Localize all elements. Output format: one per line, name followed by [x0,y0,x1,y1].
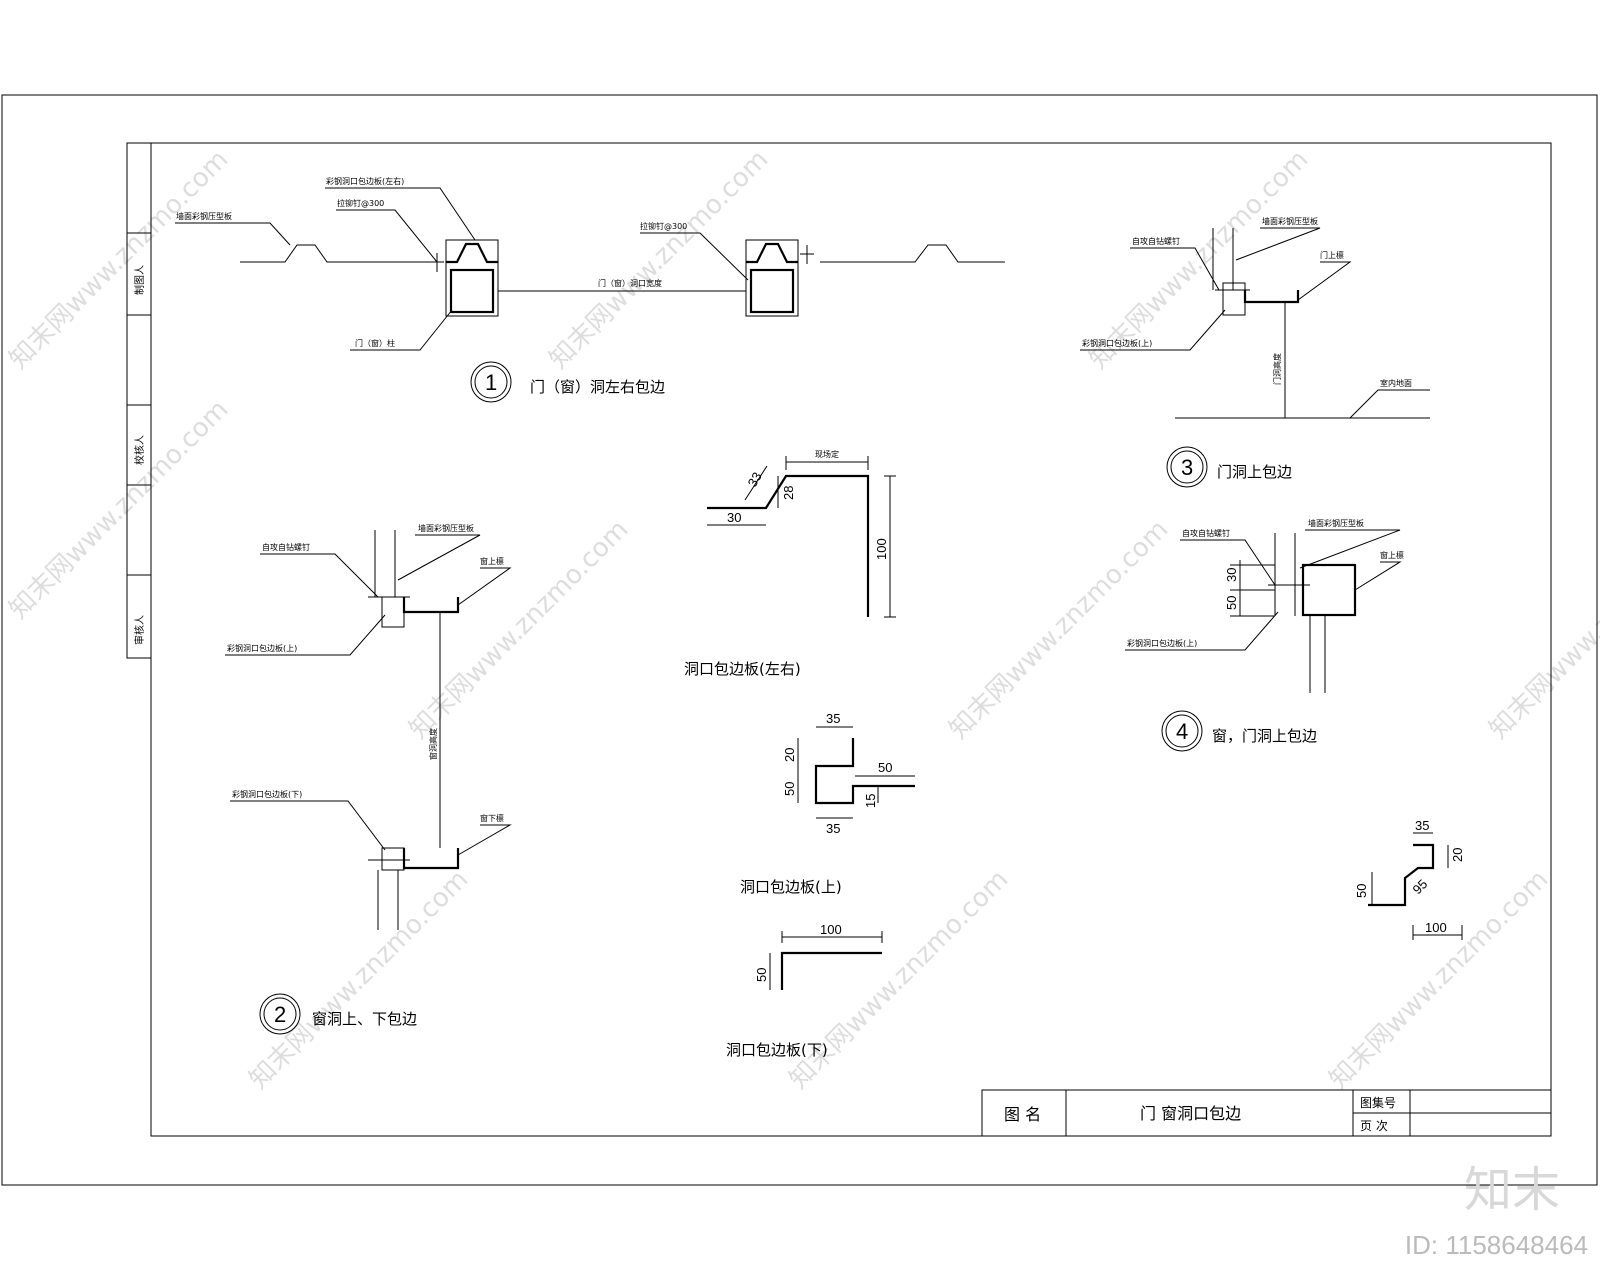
d1-label-trim: 彩钢洞口包边板(左右) [326,176,404,186]
d3-number-circle [1166,446,1208,488]
watermark: 知末网www.znzmo.com [4,394,235,625]
pc-dim-95: 95 [1410,876,1431,897]
d4-label-top-purlin: 窗上檩 [1380,550,1404,560]
pt-dim-50b: 50 [878,760,892,775]
side-label-drawer: 制图人 [133,265,146,295]
d2-label-trim-bottom: 彩钢洞口包边板(下) [232,789,302,799]
d4-number: 4 [1176,719,1188,744]
detail-4: 30 50 自攻自钻螺钉 墙面彩钢压型板 窗上檩 彩钢洞口包边板(上) 4 窗，… [1125,518,1404,752]
outer-frame [1,94,1598,1186]
pc-dim-35: 35 [1415,818,1429,833]
pt-dim-35b: 35 [826,821,840,836]
watermark: 知末网www.znzmo.com [544,144,775,375]
pc-dim-20: 20 [1450,848,1465,862]
d4-caption: 窗，门洞上包边 [1212,727,1317,745]
pt-dim-50a: 50 [782,782,797,796]
d3-label-wall-panel: 墙面彩钢压型板 [1262,216,1318,226]
d3-number: 3 [1181,455,1193,480]
pt-dim-20: 20 [782,748,797,762]
pt-dim-15: 15 [863,794,878,808]
d2-label-bottom-purlin: 窗下檩 [480,813,504,823]
profile-corner: 35 20 50 95 100 [1354,818,1465,940]
pb-dim-100: 100 [820,922,842,937]
side-strip: 制图人 校核人 审核人 [126,142,152,659]
d2-label-wall-panel: 墙面彩钢压型板 [418,523,474,533]
d2-label-height: 窗洞高度 [428,728,438,760]
watermark: 知末网www.znzmo.com [944,514,1175,745]
brand-logo: 知末 [1463,1162,1560,1218]
d4-dim-50: 50 [1224,596,1239,610]
d4-dim-30: 30 [1224,568,1239,582]
watermark: 知末网www.znzmo.com [1324,864,1555,1095]
d3-label-trim: 彩钢洞口包边板(上) [1082,338,1152,348]
d2-caption: 窗洞上、下包边 [312,1010,417,1028]
pb-caption: 洞口包边板(下) [726,1041,828,1059]
d4-number-circle [1161,710,1203,752]
watermark: 知末网www.znzmo.com [244,864,475,1095]
plr-caption: 洞口包边板(左右) [684,660,801,678]
plr-dim-30: 30 [727,510,741,525]
profile-top: 35 20 50 50 15 35 洞口包边板(上) [740,711,915,896]
d1-width-label: 门（窗）洞口宽度 [598,278,662,288]
side-label-checker: 校核人 [133,435,146,465]
d2-number-circle [259,993,301,1035]
profile-left-right: 现场定 30 28 33 100 洞口包边板(左右) [684,449,896,678]
d2-label-trim-top: 彩钢洞口包边板(上) [227,643,297,653]
d3-caption: 门洞上包边 [1217,463,1292,481]
detail-3: 自攻自钻螺钉 墙面彩钢压型板 门上檩 彩钢洞口包边板(上) 门洞高度 室内地面 … [1080,216,1430,488]
pb-dim-50: 50 [754,968,769,982]
d1-label-rivet: 拉铆钉@300 [337,198,384,208]
title-name-label: 图 名 [1004,1105,1041,1124]
plr-dim-33: 33 [745,469,765,489]
d3-label-height: 门洞高度 [1272,353,1282,385]
watermark: 知末网www.znzmo.com [784,864,1015,1095]
d1-label-rivet-right: 拉铆钉@300 [640,221,687,231]
d1-number: 1 [485,370,497,395]
d4-label-wall-panel: 墙面彩钢压型板 [1308,518,1364,528]
title-drawing-name: 门 窗洞口包边 [1140,1104,1241,1123]
pt-caption: 洞口包边板(上) [740,878,842,896]
d1-number-circle [470,361,512,403]
d3-label-top-purlin: 门上檩 [1320,250,1344,260]
d1-label-post: 门（窗）柱 [355,338,395,348]
plr-dim-28: 28 [781,486,796,500]
plr-site-label: 现场定 [815,449,839,459]
door-post-right [749,268,795,314]
d4-purlin [1301,563,1357,617]
watermark: 知末网www.znzmo.com [404,514,635,745]
detail-1: 门（窗）洞口宽度 墙面彩钢压型板 彩钢洞口包边板(左右) 拉铆钉@300 拉铆钉… [175,176,1005,403]
watermark: 知末网www.znzmo.com [4,144,235,375]
pt-dim-35a: 35 [826,711,840,726]
profile-bottom: 100 50 洞口包边板(下) [726,922,883,1059]
pc-dim-100: 100 [1425,920,1447,935]
d1-caption: 门（窗）洞左右包边 [530,378,665,396]
title-block: 图 名 门 窗洞口包边 图集号 页 次 [981,1089,1552,1137]
d1-label-wall-panel: 墙面彩钢压型板 [176,211,232,221]
image-id: ID: 1158648464 [1404,1230,1588,1260]
d2-label-screw: 自攻自钻螺钉 [262,542,310,552]
detail-2: 自攻自钻螺钉 墙面彩钢压型板 窗上檩 彩钢洞口包边板(上) 窗洞高度 彩钢洞口包… [225,523,512,1035]
title-drawing-no-label: 图集号 [1360,1095,1396,1110]
d3-label-screw: 自攻自钻螺钉 [1132,236,1180,246]
plr-dim-100: 100 [874,538,889,560]
pc-dim-50: 50 [1354,884,1369,898]
d3-label-floor: 室内地面 [1380,378,1412,388]
side-label-reviewer: 审核人 [133,615,146,645]
d4-label-trim: 彩钢洞口包边板(上) [1127,638,1197,648]
title-page-label: 页 次 [1360,1119,1388,1133]
door-post-left [449,268,495,314]
d4-label-screw: 自攻自钻螺钉 [1182,528,1230,538]
d2-label-top-purlin: 窗上檩 [480,556,504,566]
d2-number: 2 [274,1002,286,1027]
watermark: 知末网www.znzmo.com [1484,514,1600,745]
